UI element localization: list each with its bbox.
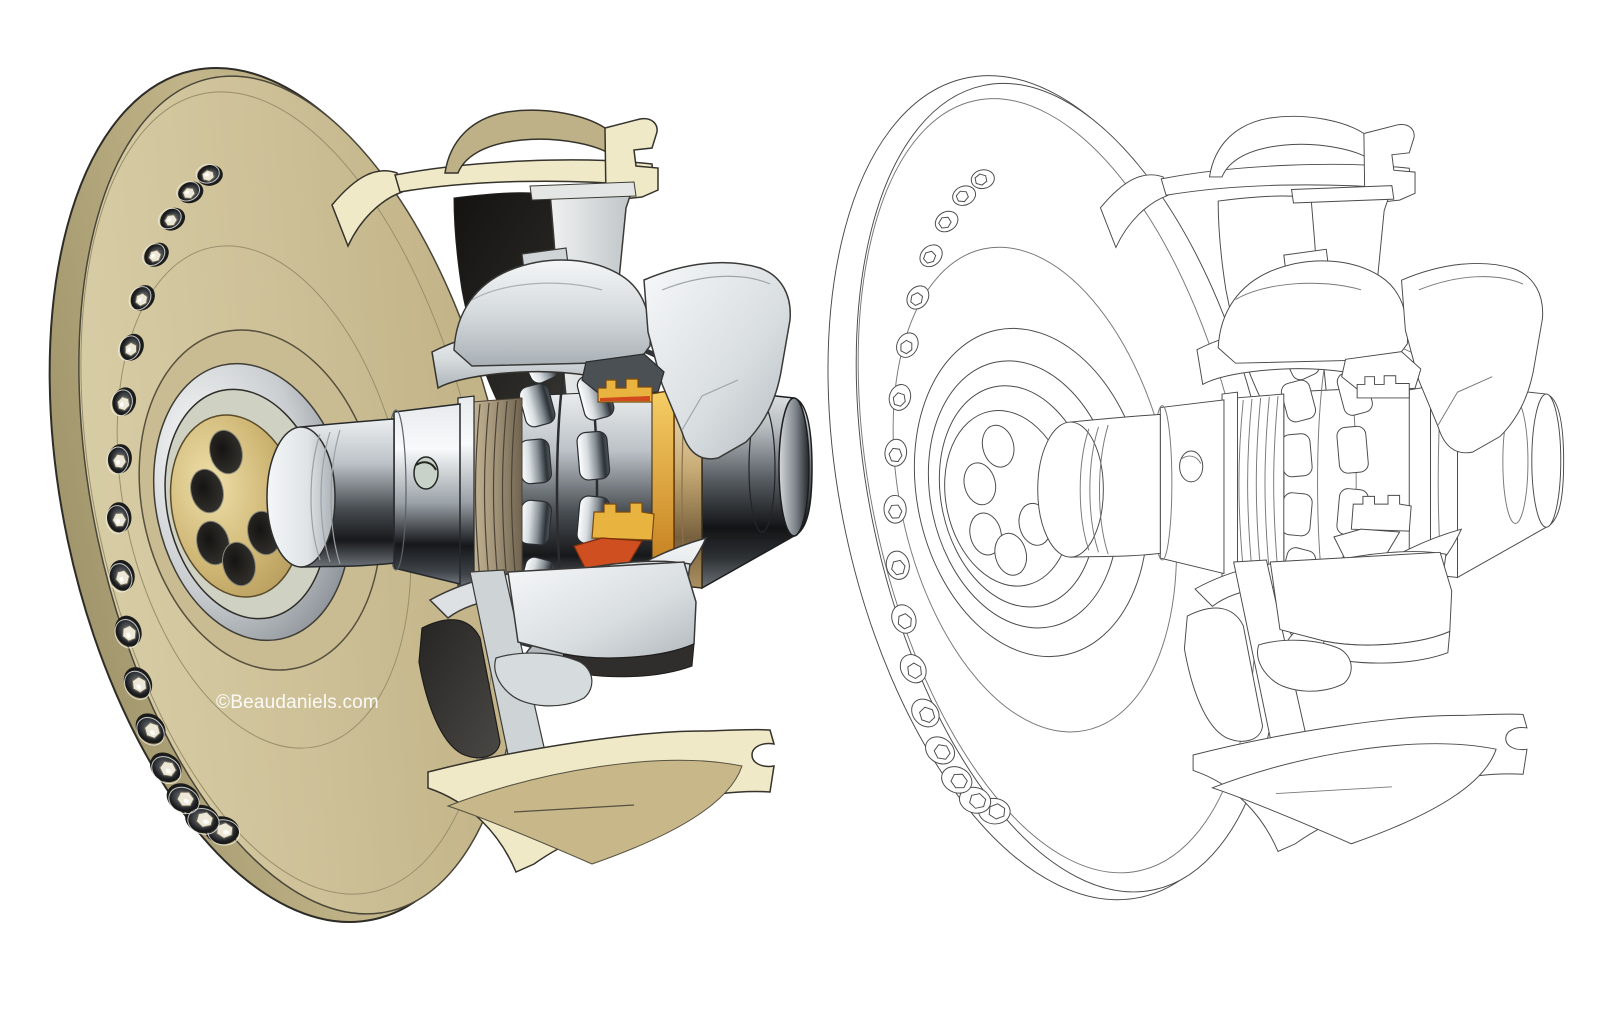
color-cutaway-illustration — [48, 67, 813, 923]
lug-nut — [123, 667, 153, 700]
lug-nut — [158, 207, 186, 231]
bearing-roller — [518, 499, 552, 546]
lug-nut — [110, 387, 137, 417]
lug-nut-ring — [883, 169, 1011, 825]
lug-nut — [899, 654, 927, 684]
lug-nut — [142, 242, 169, 267]
lug-nut — [114, 615, 142, 649]
lug-nut — [934, 210, 959, 233]
lug-nut — [195, 163, 223, 186]
lug-nut — [105, 502, 132, 534]
lug-nut-ring — [105, 163, 241, 846]
lug-nut — [911, 698, 940, 728]
lug-nut — [952, 185, 977, 206]
bearing-roller — [518, 382, 556, 428]
lug-nut — [108, 560, 135, 593]
lug-nut — [883, 494, 907, 524]
lug-nut — [135, 713, 166, 746]
lug-nut — [925, 736, 956, 765]
lug-nut — [941, 766, 973, 794]
bearing-roller — [1280, 492, 1313, 537]
lug-nut — [906, 285, 930, 310]
lug-nut — [106, 444, 132, 475]
bearing-roller — [1336, 425, 1369, 474]
bearing-roller — [1280, 379, 1317, 423]
bearing-roller — [1280, 433, 1313, 478]
lug-nut — [891, 604, 917, 634]
lug-nut — [919, 244, 943, 268]
lug-nut — [150, 752, 182, 785]
lug-nut — [888, 384, 912, 411]
bearing-roller — [518, 438, 552, 485]
lug-nut — [128, 285, 155, 311]
lug-nut — [896, 332, 919, 358]
lug-nut — [117, 333, 144, 361]
line-art-illustration — [827, 75, 1565, 901]
lug-nut — [958, 786, 992, 814]
lug-nut — [884, 438, 908, 467]
lug-nut — [176, 181, 204, 204]
bearing-roller — [576, 430, 611, 481]
lug-nut — [166, 783, 200, 815]
lug-nut — [885, 550, 910, 580]
lug-nut — [970, 169, 995, 190]
